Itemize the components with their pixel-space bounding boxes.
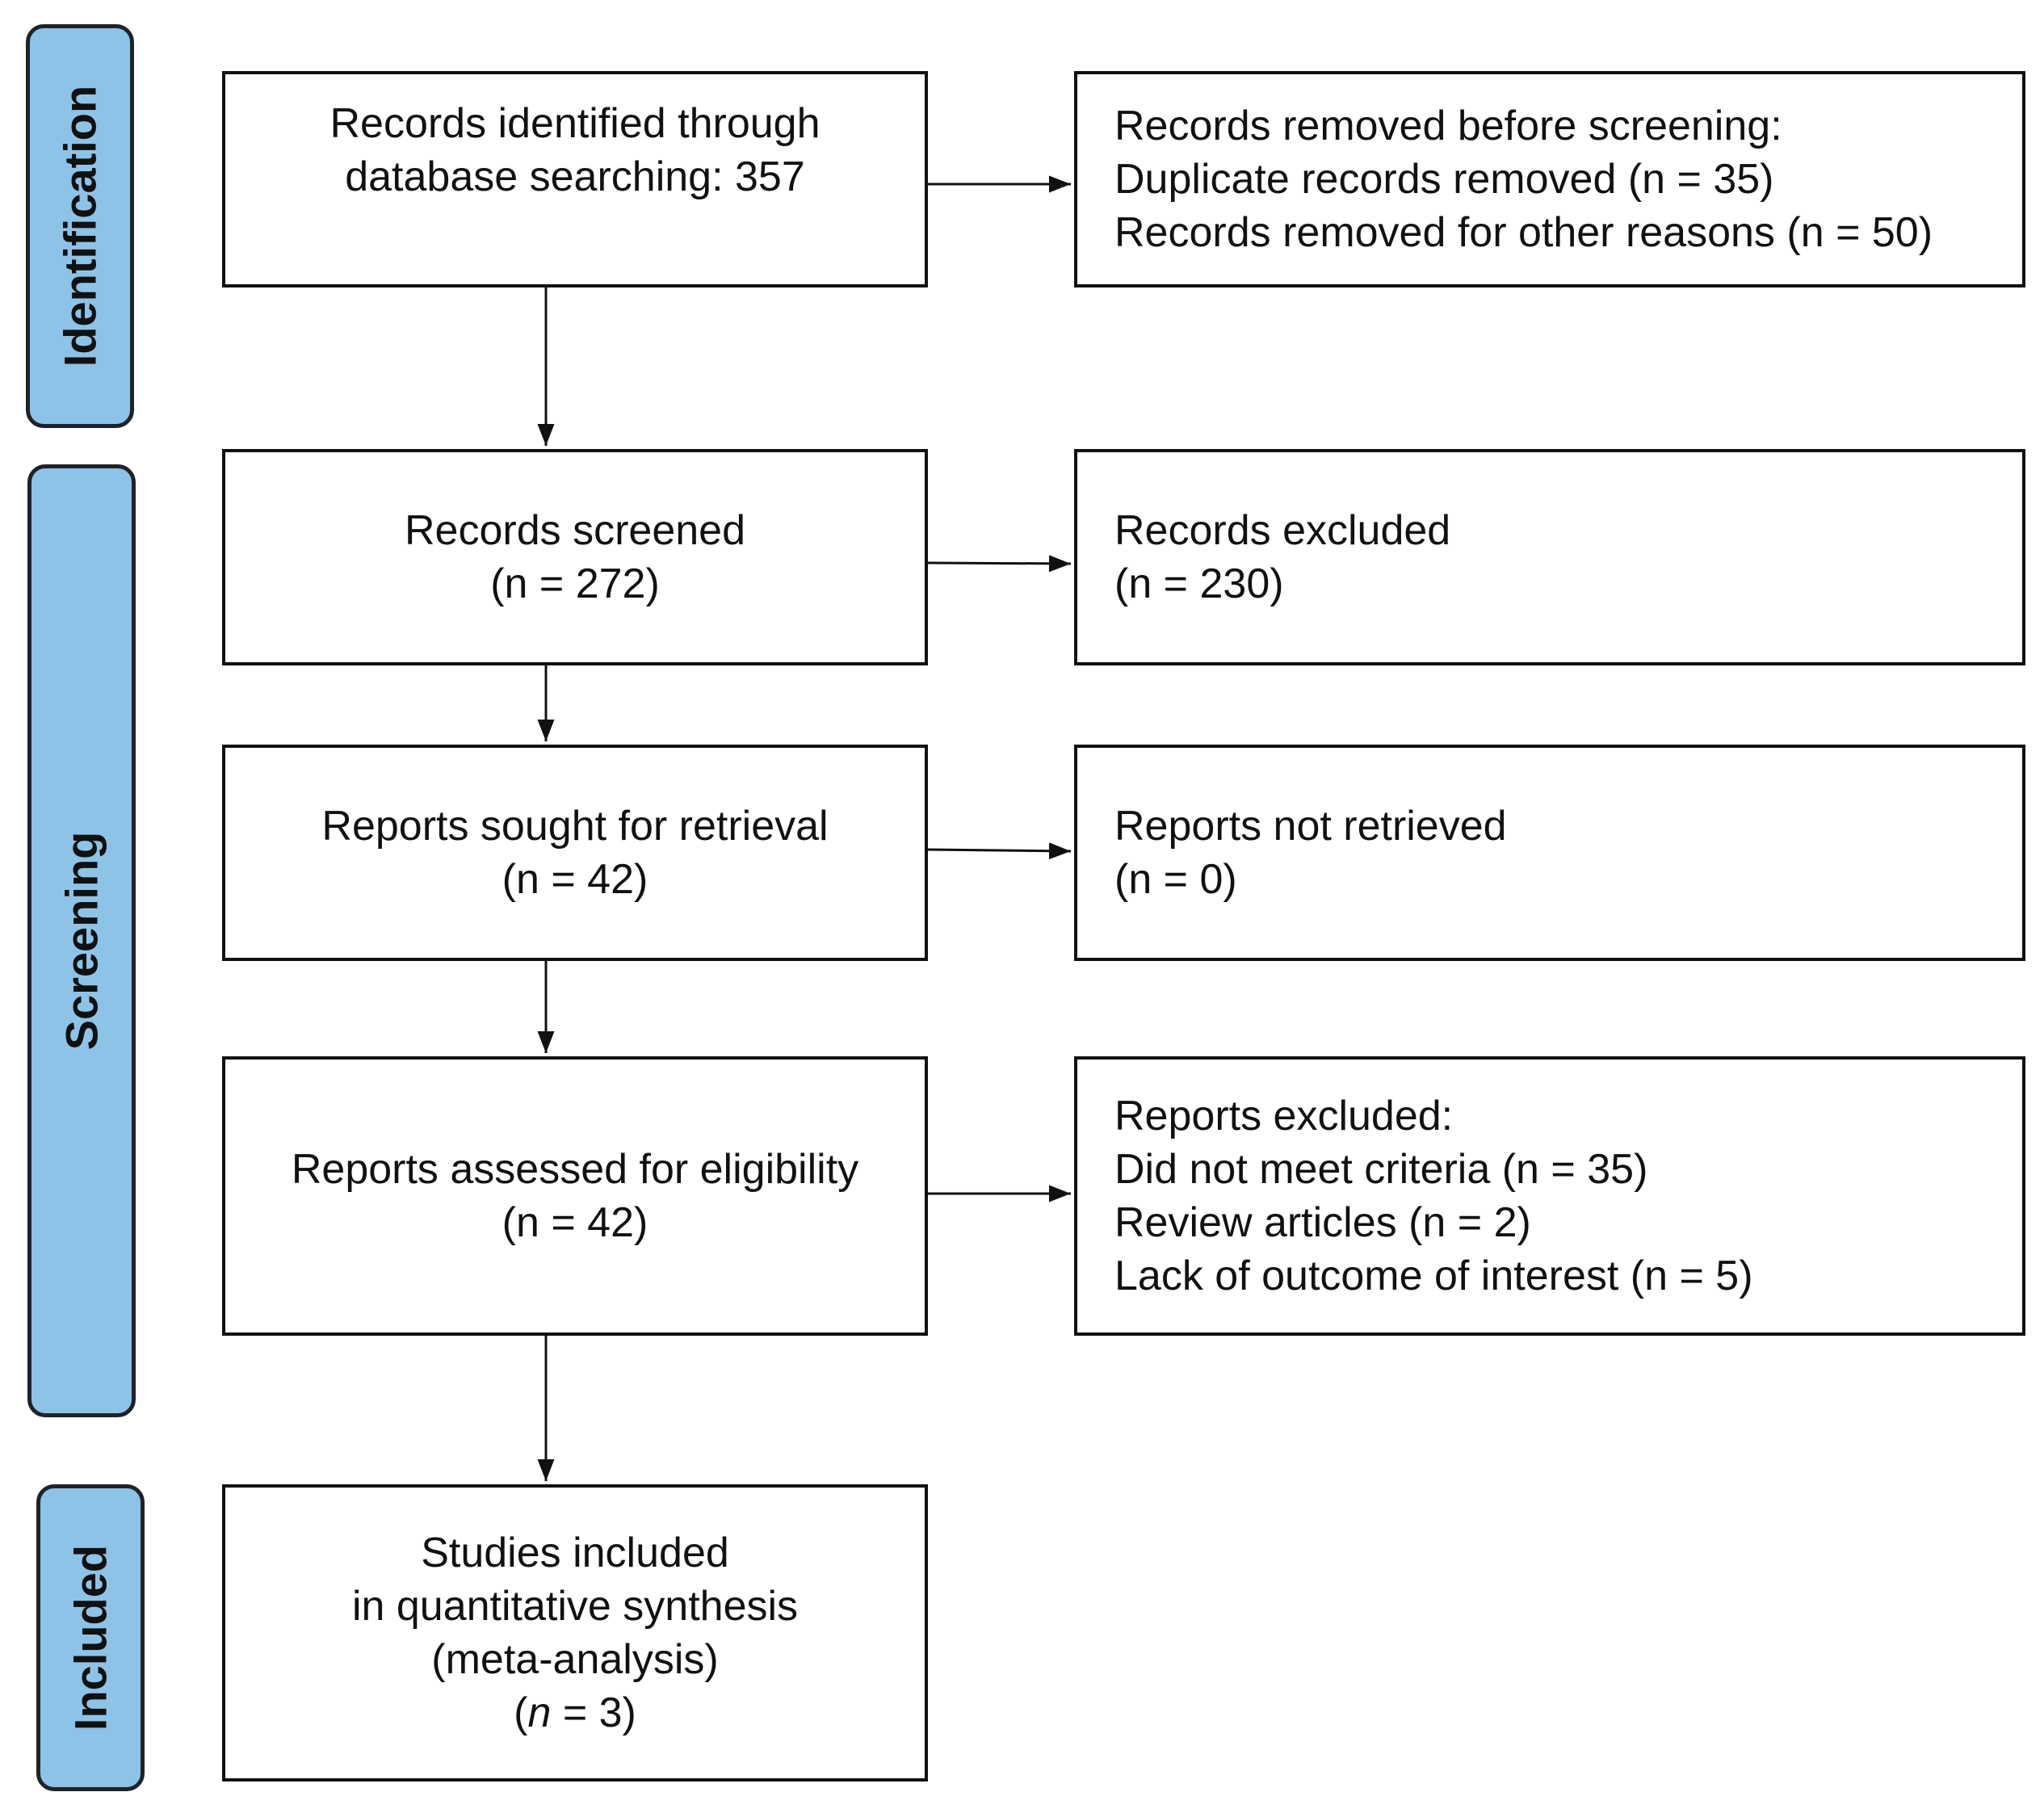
count-open: (: [514, 1689, 528, 1736]
box-text-line: Records identified through: [329, 100, 821, 147]
box-text-line: database searching: 357: [345, 153, 805, 200]
included-count: (n = 3): [514, 1686, 636, 1740]
box-records-excluded: Records excluded (n = 230): [1074, 449, 2025, 665]
box-text-line: Reports assessed for eligibility: [291, 1146, 859, 1193]
box-text-line: Records removed before screening:: [1114, 103, 1782, 149]
box-text-line: Reports excluded:: [1114, 1093, 1454, 1139]
box-text-line: Records removed for other reasons (n = 5…: [1114, 209, 1933, 256]
box-text-line: Duplicate records removed (n = 35): [1114, 156, 1774, 203]
count-rest: = 3): [551, 1689, 636, 1736]
arrow-screened-to-excluded: [927, 555, 1072, 573]
box-text-line: (n = 42): [502, 1199, 648, 1246]
count-variable: n: [527, 1689, 552, 1736]
phase-identification: Identification: [26, 24, 134, 428]
box-text-line: Review articles (n = 2): [1114, 1199, 1531, 1246]
box-text-line: Studies included: [421, 1530, 729, 1576]
box-studies-included: Studies included in quantitative synthes…: [222, 1484, 928, 1782]
box-text-line: Did not meet criteria (n = 35): [1114, 1146, 1648, 1193]
box-records-removed: Records removed before screening: Duplic…: [1074, 71, 2025, 287]
box-text-line: (n = 272): [490, 560, 660, 607]
box-text-line: (n = 42): [502, 856, 648, 903]
arrow-sought-to-notretrieved: [927, 842, 1072, 860]
phase-screening: Screening: [27, 464, 136, 1417]
box-reports-assessed: Reports assessed for eligibility (n = 42…: [222, 1056, 928, 1336]
box-text-line: in quantitative synthesis: [351, 1583, 799, 1630]
box-records-screened: Records screened (n = 272): [222, 449, 928, 665]
box-reports-sought: Reports sought for retrieval (n = 42): [222, 745, 928, 961]
box-text-line: (n = 230): [1114, 560, 1284, 607]
box-text-line: (n = 0): [1114, 856, 1237, 903]
box-text-line: Reports not retrieved: [1114, 803, 1507, 850]
box-reports-excluded: Reports excluded: Did not meet criteria …: [1074, 1056, 2025, 1336]
box-reports-not-retrieved: Reports not retrieved (n = 0): [1074, 745, 2025, 961]
box-records-identified: Records identified through database sear…: [222, 71, 928, 287]
box-text-line: (meta-analysis): [431, 1636, 719, 1683]
phase-included: Included: [36, 1484, 145, 1791]
box-text-line: Lack of outcome of interest (n = 5): [1114, 1253, 1753, 1299]
box-text-line: Records excluded: [1114, 507, 1451, 554]
box-text-line: Reports sought for retrieval: [321, 803, 829, 850]
box-text-line: Records screened: [405, 507, 745, 554]
